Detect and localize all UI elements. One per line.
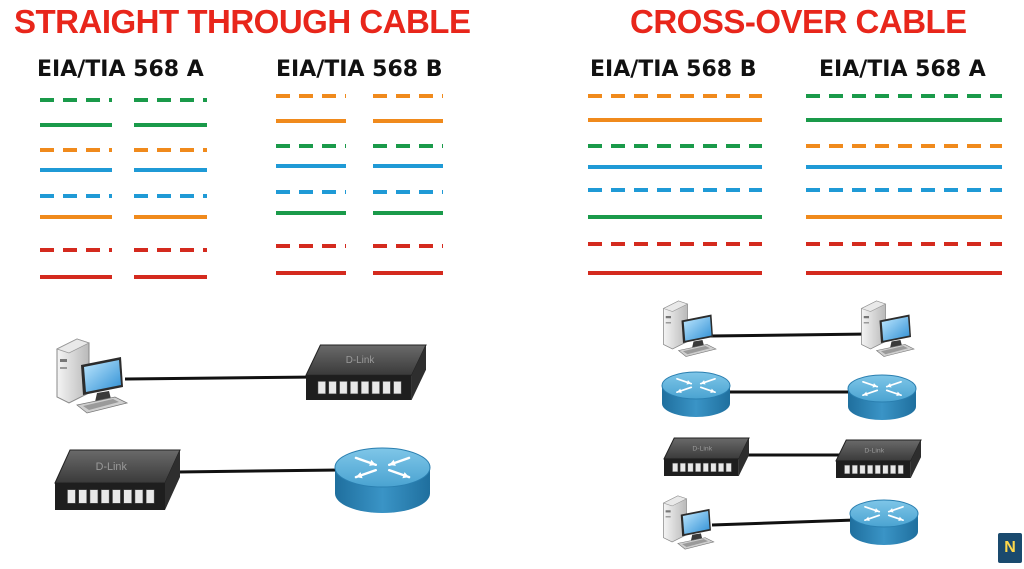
device-router — [849, 499, 919, 545]
switch-port — [360, 381, 370, 395]
switch-port — [371, 381, 380, 395]
switch-port — [874, 464, 881, 474]
switch-port — [725, 462, 732, 472]
device-computer — [860, 300, 915, 357]
device-computer — [662, 495, 715, 550]
switch-port — [146, 489, 155, 504]
switch-port — [851, 464, 858, 474]
device-router — [661, 371, 731, 417]
label-straight-right-standard: EIA/TIA 568 B — [276, 57, 443, 82]
device-computer — [55, 338, 129, 414]
device-switch: D-Link — [835, 439, 922, 478]
device-router — [334, 447, 431, 513]
title-cross-over: CROSS-OVER CABLE — [630, 3, 967, 40]
switch-port — [844, 464, 851, 474]
switch-port — [350, 381, 359, 395]
switch-port — [710, 462, 717, 472]
channel-logo: N — [998, 533, 1022, 563]
switch-port — [718, 462, 725, 472]
device-router — [847, 374, 917, 420]
switch-port — [112, 489, 121, 504]
device-switch: D-Link — [663, 437, 750, 476]
switch-port — [687, 462, 694, 472]
label-cross-right-standard: EIA/TIA 568 A — [819, 57, 986, 82]
switch-port — [123, 489, 132, 504]
switch-brand-label: D-Link — [864, 448, 884, 455]
switch-brand-label: D-Link — [346, 355, 375, 366]
switch-brand-label: D-Link — [692, 446, 712, 453]
cable-switch-to-router — [177, 468, 341, 474]
label-straight-left-standard: EIA/TIA 568 A — [37, 57, 204, 82]
switch-port — [882, 464, 889, 474]
switch-port — [78, 489, 87, 504]
device-computer — [662, 300, 717, 357]
cable-computer-to-router — [711, 518, 856, 527]
switch-port — [672, 462, 679, 472]
switch-port — [89, 489, 99, 504]
device-switch: D-Link — [305, 344, 427, 400]
switch-port — [328, 381, 337, 395]
cable-computer-to-switch — [124, 375, 319, 381]
switch-port — [695, 462, 702, 472]
cable-computer-to-computer — [709, 332, 871, 338]
switch-port — [382, 381, 391, 395]
device-switch: D-Link — [54, 449, 181, 510]
switch-port — [101, 489, 110, 504]
switch-port — [393, 381, 402, 395]
switch-port — [702, 462, 709, 472]
switch-port — [67, 489, 76, 504]
switch-brand-label: D-Link — [96, 461, 128, 473]
switch-port — [897, 464, 904, 474]
switch-port — [679, 462, 686, 472]
switch-port — [134, 489, 144, 504]
switch-port — [890, 464, 897, 474]
switch-port — [317, 381, 326, 395]
title-straight-through: STRAIGHT THROUGH CABLE — [14, 3, 471, 40]
wire-pairs-group — [40, 94, 1002, 279]
switch-port — [859, 464, 866, 474]
switch-port — [339, 381, 348, 395]
switch-port — [867, 464, 874, 474]
label-cross-left-standard: EIA/TIA 568 B — [590, 57, 757, 82]
